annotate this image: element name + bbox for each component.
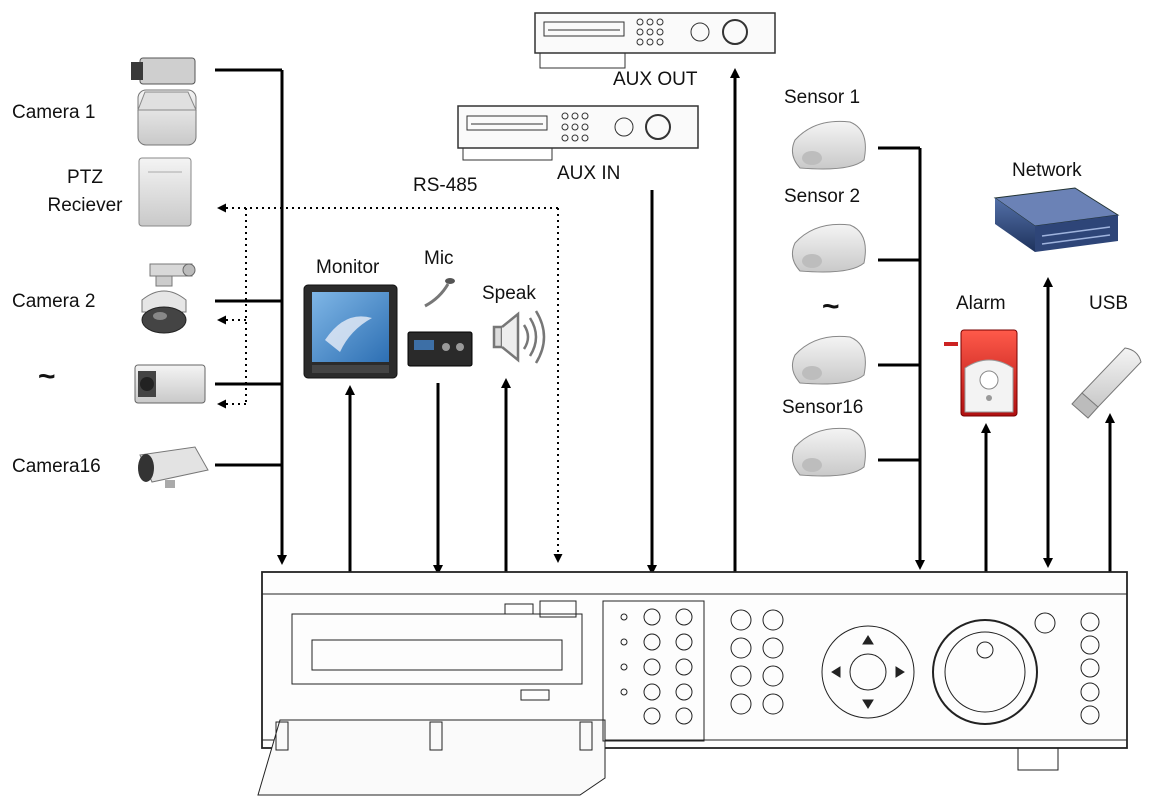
speaker-icon xyxy=(492,310,546,364)
right-arrows xyxy=(981,277,1115,572)
camera-16-icon xyxy=(138,446,209,488)
av-arrows xyxy=(345,378,511,575)
sensor-16-label: Sensor16 xyxy=(782,397,864,418)
rs485-control-lines xyxy=(217,203,563,563)
sensor-1-icon xyxy=(791,120,866,170)
rs485-label: RS-485 xyxy=(413,175,478,196)
camera-2-dome-icon xyxy=(141,263,196,334)
sensor-16-icon xyxy=(791,427,866,477)
aux-out-device-icon xyxy=(534,12,776,69)
camera-2-label: Camera 2 xyxy=(12,291,96,312)
aux-out-label: AUX OUT xyxy=(613,69,698,90)
sensor-range-tilde: ~ xyxy=(822,290,840,323)
camera-16-label: Camera16 xyxy=(12,456,101,477)
monitor-icon xyxy=(303,284,398,379)
sensor-2-icon xyxy=(791,223,866,273)
aux-arrows xyxy=(647,68,740,575)
aux-in-device-icon xyxy=(457,105,699,161)
camera-1-icon xyxy=(131,57,197,146)
network-switch-icon xyxy=(993,187,1120,252)
ptz-label-line1: PTZ xyxy=(67,167,103,188)
mic-label: Mic xyxy=(424,248,454,269)
aux-in-label: AUX IN xyxy=(557,163,621,184)
ptz-receiver-label: PTZ Reciever xyxy=(30,167,140,217)
usb-drive-icon xyxy=(1071,347,1142,419)
dvr-unit-icon xyxy=(257,571,1128,796)
sensor-1-label: Sensor 1 xyxy=(784,87,861,108)
sensor-bus xyxy=(878,146,925,570)
camera-video-bus xyxy=(215,68,287,565)
usb-label: USB xyxy=(1089,293,1129,314)
ptz-label-line2: Reciever xyxy=(47,195,123,216)
sensor-3-icon xyxy=(791,335,866,385)
camera-1-label: Camera 1 xyxy=(12,102,96,123)
speak-label: Speak xyxy=(482,283,536,304)
mic-amplifier-icon xyxy=(407,278,473,367)
monitor-label: Monitor xyxy=(316,257,380,278)
sensor-2-label: Sensor 2 xyxy=(784,186,861,207)
alarm-siren-icon xyxy=(944,329,1018,417)
camera-range-tilde: ~ xyxy=(38,360,56,393)
ptz-receiver-icon xyxy=(138,157,192,227)
camera-box-icon xyxy=(134,364,206,404)
alarm-label: Alarm xyxy=(956,293,1006,314)
network-label: Network xyxy=(1012,160,1082,181)
